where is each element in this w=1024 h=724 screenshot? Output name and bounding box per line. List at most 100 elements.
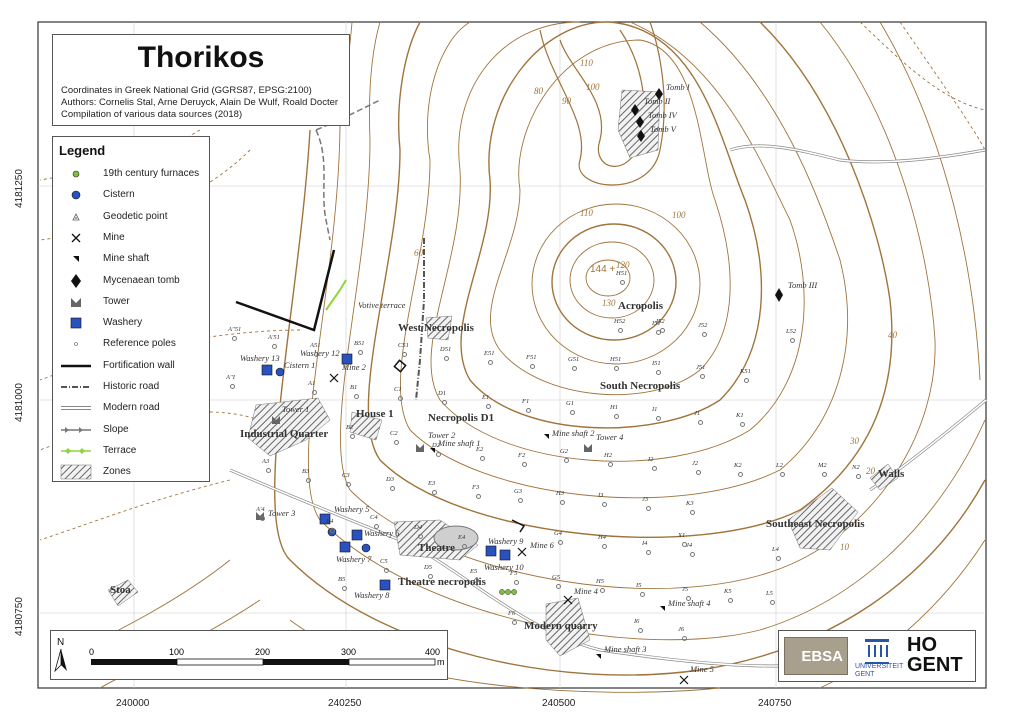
scale-unit: m: [437, 657, 445, 667]
reference-pole-label: H1: [610, 404, 618, 411]
historicroad-icon: [59, 378, 93, 396]
reference-pole-label: H3: [556, 490, 564, 497]
reference-pole-icon: [682, 542, 687, 547]
map-label: Tomb II: [644, 96, 671, 106]
reference-pole-icon: [354, 394, 359, 399]
reference-pole-label: B4: [326, 518, 334, 525]
reference-pole-icon: [314, 352, 319, 357]
reference-pole-label: D3: [386, 476, 394, 483]
map-label: Votive terrace: [358, 300, 406, 310]
contour-label: 30: [850, 436, 859, 446]
reference-pole-icon: [740, 422, 745, 427]
pole-icon: [59, 335, 93, 353]
reference-pole-label: C5: [380, 558, 388, 565]
legend-label: Terrace: [103, 444, 137, 456]
map-label: Theatre necropolis: [398, 576, 486, 588]
reference-pole-icon: [350, 434, 355, 439]
reference-pole-icon: [656, 370, 661, 375]
mineshaft-markers: [430, 434, 665, 659]
map-label: Modern quarry: [524, 620, 598, 632]
map-label: Tomb IV: [648, 110, 677, 120]
reference-pole-label: K2: [734, 462, 742, 469]
reference-pole-icon: [402, 352, 407, 357]
reference-pole-label: H2: [604, 452, 612, 459]
map-label: House 1: [356, 408, 394, 420]
legend-label: Mycenaean tomb: [103, 274, 180, 286]
reference-pole-label: E1: [482, 394, 490, 401]
reference-pole-icon: [698, 420, 703, 425]
reference-pole-label: J1: [694, 410, 701, 417]
legend-item-zones: Zones: [59, 463, 209, 481]
mine-icon: [59, 229, 93, 247]
legend-item-tomb: Mycenaean tomb: [59, 272, 209, 290]
reference-pole-label: D2: [432, 442, 440, 449]
reference-pole-icon: [398, 396, 403, 401]
reference-pole-label: D5: [424, 564, 432, 571]
washery-icon: [59, 314, 93, 332]
reference-pole-icon: [390, 486, 395, 491]
map-label: Mine shaft 1: [438, 438, 481, 448]
reference-pole-label: A''I: [226, 374, 235, 381]
reference-pole-label: G1: [566, 400, 574, 407]
reference-pole-icon: [614, 414, 619, 419]
legend-label: Mine shaft: [103, 253, 150, 265]
legend-item-historicroad: Historic road: [59, 378, 209, 396]
reference-pole-icon: [690, 510, 695, 515]
reference-pole-label: D51: [440, 346, 452, 353]
contour-label: 60: [414, 248, 423, 258]
map-label: South Necropolis: [600, 380, 681, 392]
reference-pole-label: H4: [598, 534, 606, 541]
terrace-line: [325, 279, 347, 311]
legend-label: Reference poles: [103, 338, 176, 350]
ebsa-logo: EBSA: [784, 637, 848, 675]
reference-pole-label: A'51: [268, 334, 280, 341]
reference-pole-label: E51: [484, 350, 495, 357]
reference-pole-icon: [646, 550, 651, 555]
contour-label: 130: [602, 298, 616, 308]
reference-pole-icon: [462, 544, 467, 549]
reference-pole-label: D1: [438, 390, 446, 397]
title-panel: Thorikos Coordinates in Greek National G…: [52, 34, 350, 126]
map-label: Tower 4: [596, 432, 624, 442]
legend-label: Tower: [103, 295, 130, 307]
scale-bar-graphic: N 0 100 200 300 400 m: [54, 637, 445, 673]
reference-pole-icon: [556, 584, 561, 589]
reference-pole-icon: [522, 462, 527, 467]
reference-pole-icon: [640, 592, 645, 597]
reference-pole-label: H5: [596, 578, 604, 585]
x-label-240750: 240750: [758, 698, 792, 709]
scale-tick-400: 400: [425, 647, 440, 657]
map-label: Tomb I: [666, 82, 690, 92]
reference-pole-label: C1: [394, 386, 402, 393]
reference-pole-label: F5: [510, 570, 518, 577]
scale-tick-200: 200: [255, 647, 270, 657]
reference-pole-icon: [428, 574, 433, 579]
reference-pole-label: B2: [346, 424, 354, 431]
reference-pole-label: K3: [686, 500, 694, 507]
map-label: Tomb III: [788, 280, 818, 290]
reference-pole-label: E4: [458, 534, 466, 541]
reference-pole-icon: [436, 452, 441, 457]
hogent-logo: HO GENT: [907, 634, 963, 676]
subtitle-line-2: Authors: Cornelis Stal, Arne Deruyck, Al…: [61, 97, 339, 108]
legend-item-slope: Slope: [59, 421, 209, 439]
scale-bar-panel: N 0 100 200 300 400 m: [50, 630, 448, 680]
map-label: Washery 8: [354, 590, 390, 600]
legend-label: Modern road: [103, 402, 160, 414]
reference-pole-label: F51: [526, 354, 537, 361]
map-label: Tower 1: [282, 404, 310, 414]
reference-pole-label: C51: [398, 342, 409, 349]
reference-pole-icon: [512, 620, 517, 625]
subtitle-line-1: Coordinates in Greek National Grid (GGRS…: [61, 85, 312, 96]
contour-label: 100: [586, 82, 600, 92]
tomb-icon: [59, 272, 93, 290]
reference-pole-label: A51: [310, 342, 321, 349]
reference-pole-icon: [346, 482, 351, 487]
theatre-shape: [433, 525, 479, 551]
reference-pole-icon: [570, 410, 575, 415]
reference-pole-icon: [394, 440, 399, 445]
reference-pole-label: B3: [302, 468, 310, 475]
reference-pole-label: I1: [652, 406, 658, 413]
map-label: Washery 13: [240, 353, 280, 363]
legend-item-furnace: 19th century furnaces: [59, 165, 209, 183]
